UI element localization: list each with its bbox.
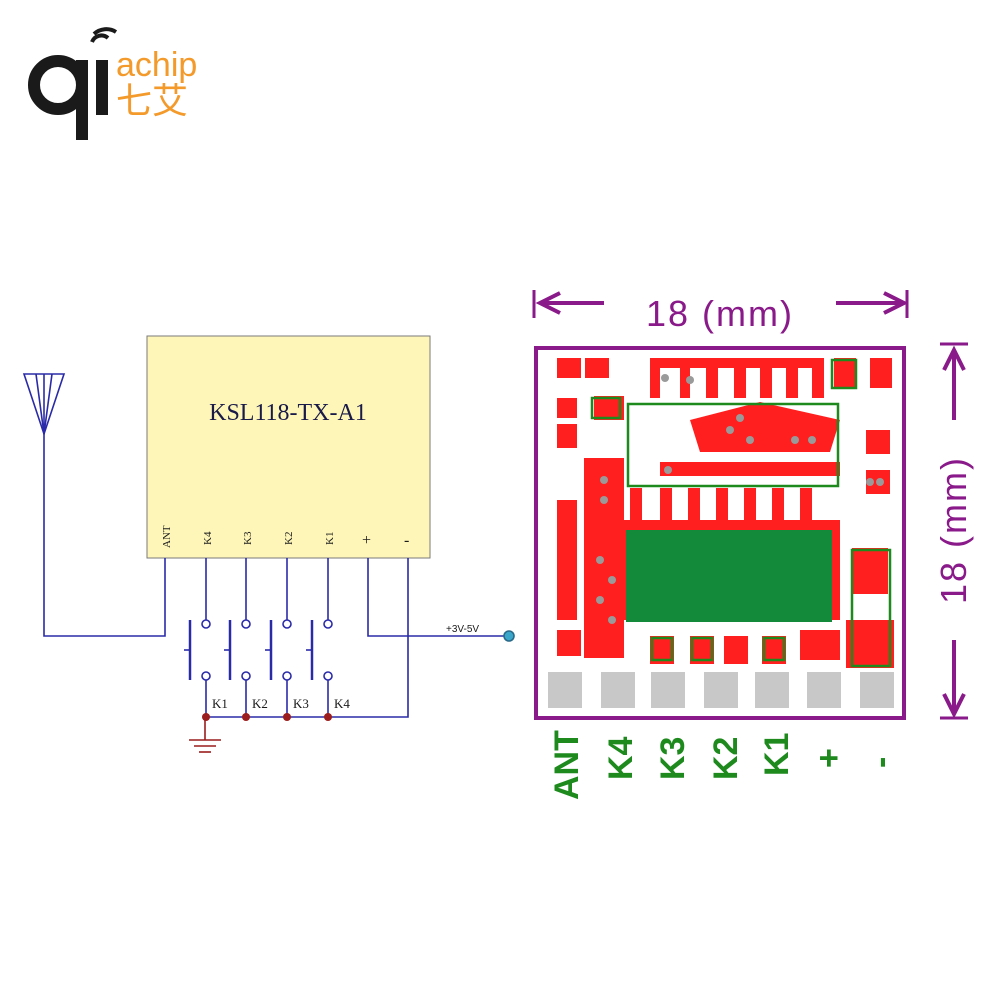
module-pin-labels: ANT K4 K3 K2 K1 + - [161, 525, 409, 549]
silkscreen-layer [590, 358, 892, 668]
pin-label-minus: - [404, 532, 409, 549]
pcb-pin-k2: K2 [707, 737, 745, 780]
pcb-pin-k1: K1 [758, 733, 796, 776]
button-labels: K1 K2 K3 K4 [212, 696, 350, 711]
wifi-arc-icon [90, 33, 110, 43]
wifi-arc-icon-2 [92, 27, 118, 36]
pad-k4 [601, 672, 635, 708]
pcb-pin-k3: K3 [654, 737, 692, 780]
pcb-pin-labels: ANT K4 K3 K2 K1 + - [548, 730, 900, 800]
schematic [22, 335, 515, 753]
pcb-width-label: 18 (mm) [646, 293, 794, 334]
logo-text-cn: 七艾 [116, 80, 188, 121]
supply-terminal [503, 630, 515, 642]
module-label: KSL118-TX-A1 [209, 400, 367, 426]
antenna-icon [22, 373, 166, 637]
pcb-board [534, 346, 906, 720]
pin-label-ant: ANT [161, 525, 173, 548]
junction-nodes [202, 713, 332, 721]
pcb-pin-k4: K4 [602, 736, 640, 780]
ground-icon [189, 717, 221, 753]
vias [596, 374, 884, 624]
pcb-pin-ant: ANT [548, 730, 586, 800]
button-label-k3: K3 [293, 696, 309, 711]
pad-k3 [651, 672, 685, 708]
push-button-k1-sw [306, 619, 333, 717]
push-button-k3-sw [224, 619, 251, 717]
button-label-k2: K2 [252, 696, 268, 711]
push-button-k4-sw [184, 619, 211, 717]
pad-plus [807, 672, 841, 708]
pad-k1 [755, 672, 789, 708]
module-box [146, 335, 431, 559]
logo-i-stem [96, 60, 108, 115]
pcb-dimension-height [940, 342, 968, 720]
pin-label-k3: K3 [242, 531, 254, 545]
pad-minus [860, 672, 894, 708]
logo-text-en: achip [116, 46, 197, 84]
supply-label: +3V-5V [446, 624, 479, 635]
pad-k2 [704, 672, 738, 708]
pin-label-k2: K2 [283, 532, 295, 545]
pcb-pin-plus: + [810, 748, 848, 768]
qiachip-logo: achip 七艾 [28, 27, 197, 140]
button-label-k4: K4 [334, 696, 350, 711]
pcb-pin-minus: - [862, 757, 900, 768]
pin-label-k4: K4 [202, 531, 214, 545]
logo-q-bowl [28, 55, 88, 115]
pin-label-k1: K1 [324, 532, 336, 545]
push-button-k2-sw [265, 619, 292, 717]
logo-q-stem [76, 60, 88, 140]
pin-label-plus: + [362, 532, 371, 549]
pcb-dimension-width [532, 290, 909, 318]
pad-ant [548, 672, 582, 708]
ic-chip [626, 530, 832, 622]
pcb-height-label: 18 (mm) [933, 456, 974, 604]
button-label-k1: K1 [212, 696, 228, 711]
edge-pads [548, 672, 894, 708]
